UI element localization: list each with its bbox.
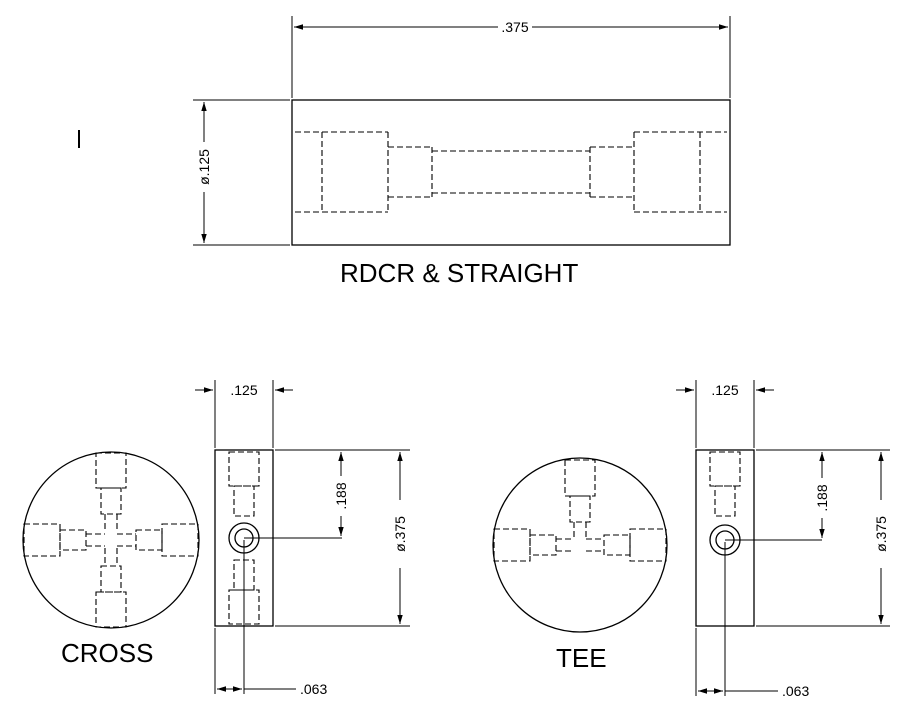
cross-width-label: .125 [230, 382, 257, 398]
tee-width-label: .125 [711, 382, 738, 398]
cross-bottom-dimension: .063 [214, 628, 327, 697]
straight-hidden-bore [295, 131, 727, 213]
cross-hidden-ports [23, 452, 199, 628]
tee-circle-outline [492, 457, 668, 633]
cross-offset-label: .188 [333, 482, 349, 509]
cross-bottom-label: .063 [300, 681, 327, 697]
cross-height-dimension: ø.375 [275, 449, 410, 627]
cross-offset-dimension: .188 [333, 452, 349, 536]
tee-offset-dimension: .188 [814, 452, 830, 538]
cross-title: CROSS [61, 638, 154, 668]
tee-hidden-ports [493, 459, 667, 562]
straight-diameter-dimension: ø.125 [193, 99, 290, 246]
cross-circle-outline [22, 451, 200, 629]
tee-title: TEE [556, 643, 607, 673]
cross-view: .125 ø.375 .188 .063 [22, 380, 410, 697]
tee-side-hidden [709, 451, 741, 517]
tee-offset-label: .188 [814, 484, 830, 511]
straight-title: RDCR & STRAIGHT [340, 258, 579, 288]
straight-diameter-label: ø.125 [196, 149, 212, 185]
tee-height-dimension: ø.375 [756, 449, 890, 627]
tee-view: .125 ø.375 .188 .063 [492, 380, 890, 699]
straight-length-dimension: .375 [291, 16, 731, 98]
tee-bottom-dimension: .063 [695, 628, 809, 699]
straight-body-outline [291, 99, 731, 246]
cross-width-dimension: .125 [195, 380, 293, 448]
tee-width-dimension: .125 [676, 380, 774, 448]
tee-height-label: ø.375 [873, 516, 889, 552]
tee-bottom-label: .063 [782, 683, 809, 699]
straight-view: .375 ø.125 [193, 16, 731, 246]
cross-height-label: ø.375 [392, 516, 408, 552]
text-cursor [78, 130, 80, 148]
straight-length-label: .375 [501, 19, 528, 35]
